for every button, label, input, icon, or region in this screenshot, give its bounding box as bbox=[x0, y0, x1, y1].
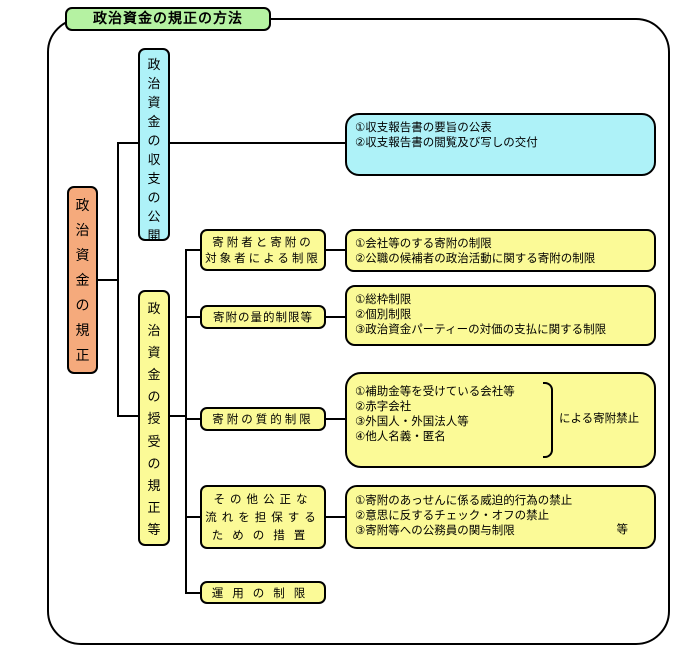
detail-item: ②収支報告書の閲覧及び写しの交付 bbox=[355, 135, 538, 149]
label-line: ための措置 bbox=[211, 528, 315, 542]
char: 金 bbox=[75, 272, 90, 289]
char: 政 bbox=[147, 58, 161, 73]
connector bbox=[185, 516, 201, 518]
char: 資 bbox=[147, 345, 161, 361]
connector bbox=[117, 142, 347, 144]
donor-recipient-details: ①会社等のする寄附の制限 ②公職の候補者の政治活動に関する寄附の制限 bbox=[345, 229, 656, 272]
connector bbox=[185, 249, 187, 594]
label-line: 流れを担保する bbox=[205, 510, 321, 524]
char: 開 bbox=[147, 229, 161, 244]
right-brace-icon bbox=[543, 382, 553, 458]
char: 治 bbox=[147, 77, 161, 92]
char: 受 bbox=[147, 434, 161, 450]
detail-item: ①補助金等を受けている会社等 bbox=[355, 384, 515, 398]
char: 授 bbox=[147, 412, 161, 428]
root-node: 政 治 資 金 の 規 正 bbox=[67, 186, 98, 374]
connector bbox=[117, 415, 139, 417]
detail-item: ①寄附のあっせんに係る威迫的行為の禁止 bbox=[355, 493, 573, 507]
char: 支 bbox=[147, 172, 161, 187]
donor-recipient-restriction-node: 寄附者と寄附の 対象者による制限 bbox=[200, 229, 326, 271]
detail-item: ②意思に反するチェック・オフの禁止 bbox=[355, 508, 550, 522]
connector bbox=[185, 316, 201, 318]
quality-restriction-node: 寄附の質的制限 bbox=[200, 407, 326, 431]
disclosure-details: ①収支報告書の要旨の公表 ②収支報告書の閲覧及び写しの交付 bbox=[345, 113, 656, 176]
detail-item: ③政治資金パーティーの対価の支払に関する制限 bbox=[355, 322, 607, 336]
connector bbox=[325, 418, 346, 420]
label-line: 運用の制限 bbox=[211, 585, 315, 600]
char: 政 bbox=[147, 301, 161, 317]
connector bbox=[117, 142, 119, 417]
detail-item: ②個別制限 bbox=[355, 307, 412, 321]
detail-item: ②赤字会社 bbox=[355, 399, 412, 413]
detail-item: ①収支報告書の要旨の公表 bbox=[355, 120, 492, 134]
char: 収 bbox=[147, 153, 161, 168]
char: の bbox=[147, 456, 161, 472]
char: の bbox=[147, 134, 161, 149]
detail-item: ①会社等のする寄附の制限 bbox=[355, 236, 492, 250]
fair-flow-measures-node: その他公正な 流れを担保する ための措置 bbox=[200, 485, 326, 549]
quality-restriction-details: ①補助金等を受けている会社等 ②赤字会社 ③外国人・外国法人等 ④他人名義・匿名… bbox=[345, 372, 656, 468]
char: 資 bbox=[147, 96, 161, 111]
diagram-title: 政治資金の規正の方法 bbox=[65, 7, 271, 31]
etc-note: 等 bbox=[616, 522, 629, 536]
char: の bbox=[75, 298, 90, 315]
char: 等 bbox=[147, 523, 161, 539]
quantity-restriction-details: ①総枠制限 ②個別制限 ③政治資金パーティーの対価の支払に関する制限 bbox=[345, 285, 656, 346]
detail-item: ④他人名義・匿名 bbox=[355, 429, 446, 443]
regulation-node: 政 治 資 金 の 授 受 の 規 正 等 bbox=[138, 290, 170, 546]
char: 政 bbox=[75, 197, 90, 214]
char: 治 bbox=[75, 222, 90, 239]
char: 金 bbox=[147, 368, 161, 384]
connector bbox=[185, 418, 201, 420]
label-line: 寄附者と寄附の bbox=[212, 235, 314, 249]
char: 規 bbox=[75, 323, 90, 340]
detail-item: ③外国人・外国法人等 bbox=[355, 414, 469, 428]
detail-item: ①総枠制限 bbox=[355, 292, 412, 306]
quantity-restriction-node: 寄附の量的制限等 bbox=[200, 305, 326, 329]
detail-item: ③寄附等への公務員の関与制限 bbox=[355, 523, 515, 537]
connector bbox=[185, 592, 201, 594]
connector bbox=[97, 279, 119, 281]
char: の bbox=[147, 390, 161, 406]
char: 正 bbox=[147, 501, 161, 517]
char: 治 bbox=[147, 323, 161, 339]
label-line: 寄附の質的制限 bbox=[212, 412, 314, 426]
connector bbox=[325, 516, 346, 518]
outer-frame bbox=[47, 18, 670, 645]
label-line: 対象者による制限 bbox=[205, 251, 321, 265]
char: 金 bbox=[147, 115, 161, 130]
label-line: その他公正な bbox=[213, 492, 313, 506]
connector bbox=[170, 415, 186, 417]
detail-item: ②公職の候補者の政治活動に関する寄附の制限 bbox=[355, 251, 596, 265]
char: 規 bbox=[147, 478, 161, 494]
char: の bbox=[147, 191, 161, 206]
fair-flow-details: ①寄附のあっせんに係る威迫的行為の禁止 ②意思に反するチェック・オフの禁止 ③寄… bbox=[345, 485, 656, 549]
connector bbox=[185, 249, 201, 251]
label-line: 寄附の量的制限等 bbox=[213, 310, 313, 324]
connector bbox=[325, 316, 346, 318]
operation-restriction-node: 運用の制限 bbox=[200, 581, 326, 604]
char: 正 bbox=[75, 348, 90, 365]
connector bbox=[325, 249, 346, 251]
brace-note: による寄附禁止 bbox=[559, 411, 640, 425]
disclosure-node: 政 治 資 金 の 収 支 の 公 開 bbox=[138, 48, 170, 244]
char: 公 bbox=[147, 210, 161, 225]
char: 資 bbox=[75, 247, 90, 264]
